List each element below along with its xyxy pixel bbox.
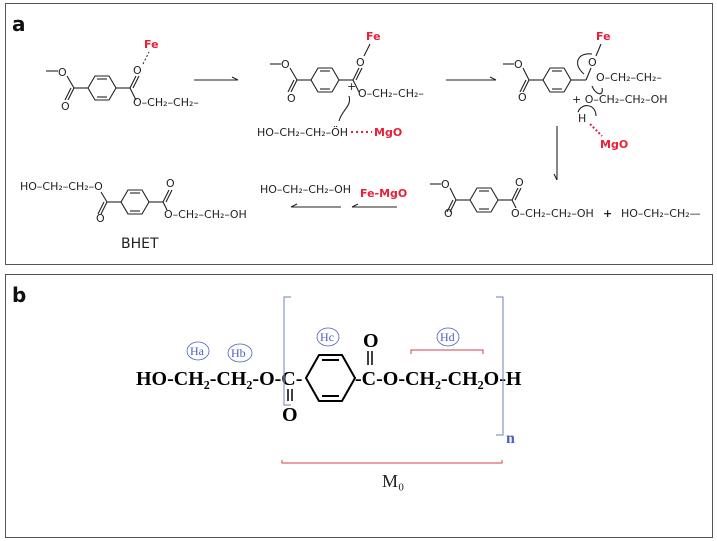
svg-text:O: O	[444, 207, 453, 220]
fe-mgo-catalyst-label: Fe-MgO	[360, 187, 407, 200]
panel-b-label: b	[12, 283, 27, 307]
hydrogen-label: H	[578, 112, 586, 125]
pet-structure: HO-CH₂-CH₂-O-C- O -C-O-CH₂-CH₂O-H O n Ha…	[136, 296, 522, 491]
ethylene-glycol: HO–CH₂–CH₂–ÖH	[257, 126, 348, 139]
step4-products: O O O O–CH₂–CH₂–OH + HO–CH₂–CH₂—	[430, 176, 701, 220]
svg-text:O: O	[518, 91, 527, 104]
chain-text: HO–CH₂–CH₂–O	[20, 180, 103, 193]
proton-label-hb: Hb	[227, 343, 253, 363]
panel-a-label: a	[12, 12, 26, 36]
left-bracket	[283, 296, 291, 406]
step1-molecule: O O O Fe O–CH₂–CH₂–	[46, 38, 199, 113]
right-chain: -C-O-CH₂-CH₂O-H	[355, 368, 522, 390]
arrow-head	[351, 203, 359, 208]
fe-label: Fe	[144, 38, 159, 51]
svg-text:O: O	[441, 178, 450, 191]
reaction-mechanism: O O O Fe O–CH₂–CH₂– O O	[20, 30, 701, 252]
proton-label-hd: Hd	[436, 327, 460, 347]
svg-text:O: O	[514, 58, 523, 71]
left-chain: HO-CH₂-CH₂-O-C-	[136, 368, 302, 390]
step3-intermediate: O O O Fe O–CH₂–CH₂– + O–CH₂–CH₂–OH H MgO	[503, 30, 668, 151]
svg-text:O: O	[133, 64, 142, 77]
svg-text:O: O	[61, 100, 70, 113]
proton-label-ha: Ha	[186, 341, 210, 361]
arrow-head	[290, 203, 298, 208]
chain-text: O–CH₂–CH₂–	[133, 96, 199, 109]
svg-text:O: O	[287, 92, 296, 105]
panel-a: a O O O Fe O–CH₂–CH₂– O	[5, 3, 713, 265]
fe-label: Fe	[596, 30, 611, 43]
svg-text:O: O	[588, 56, 597, 69]
plus-charge: +	[347, 80, 356, 93]
arrow-head	[231, 76, 239, 81]
arrow-head	[489, 76, 497, 81]
m0-label: M₀	[382, 471, 404, 491]
svg-text:O: O	[515, 176, 524, 189]
chain-text: O–CH₂–CH₂–OH	[511, 207, 594, 220]
right-bracket	[496, 296, 504, 436]
ethylene-glycol: HO–CH₂–CH₂–OH	[260, 183, 351, 196]
svg-text:O: O	[96, 212, 105, 225]
chain-text: O–CH₂–CH₂–	[596, 71, 662, 84]
chain-text: O–CH₂–CH₂–OH	[164, 208, 247, 221]
bhet-molecule: HO–CH₂–CH₂–O O O O–CH₂–CH₂–OH BHET	[20, 177, 247, 252]
svg-text:Hc: Hc	[320, 330, 334, 344]
svg-text:O: O	[58, 66, 67, 79]
repeat-n: n	[506, 430, 515, 447]
carbonyl-oxygen: O	[363, 330, 379, 352]
svg-text:Hb: Hb	[231, 346, 246, 360]
mgo-label: MgO	[374, 126, 402, 139]
plus-sign: +	[603, 207, 612, 220]
arrow-head	[553, 173, 558, 181]
mgo-label: MgO	[600, 138, 628, 151]
svg-text:O: O	[166, 177, 175, 190]
bhet-label: BHET	[121, 236, 159, 252]
hd-bracket	[410, 349, 484, 354]
step2-molecule: O O O Fe + O–CH₂–CH₂– HO–CH₂–CH₂–ÖH MgO	[257, 30, 424, 139]
chain-text: O–CH₂–CH₂–	[358, 87, 424, 100]
panel-b: b HO-CH₂-CH₂-O-C- O -C-O-CH₂-CH₂O-H O n …	[5, 274, 713, 538]
carbonyl-oxygen: O	[282, 404, 298, 426]
byproduct-text: HO–CH₂–CH₂—	[621, 207, 701, 220]
proton-label-hc: Hc	[316, 327, 340, 347]
m0-bracket	[281, 460, 503, 464]
svg-text:Hd: Hd	[440, 330, 455, 344]
svg-text:O: O	[281, 58, 290, 71]
chain-text: + O–CH₂–CH₂–OH	[572, 93, 668, 106]
fe-label: Fe	[366, 30, 381, 43]
svg-text:O: O	[356, 56, 365, 69]
svg-text:Ha: Ha	[190, 344, 205, 358]
